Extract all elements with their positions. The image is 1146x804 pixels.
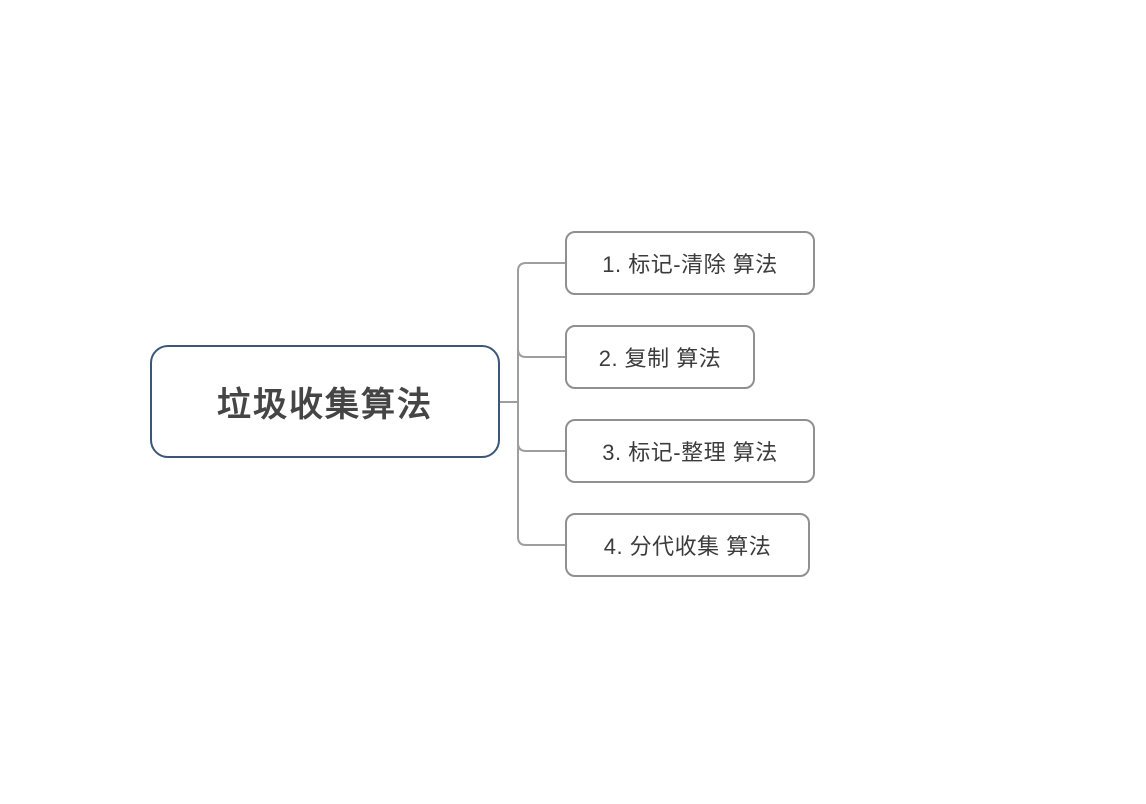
child-node-mark-sweep[interactable]: 1. 标记-清除 算法 [565,231,815,295]
child-node-label: 2. 复制 算法 [598,346,722,371]
child-node-label: 1. 标记-清除 算法 [602,252,778,277]
child-node-copy[interactable]: 2. 复制 算法 [565,325,755,389]
root-node-label: 垃圾收集算法 [217,386,433,424]
root-node-garbage-collection[interactable]: 垃圾收集算法 [150,345,500,458]
child-node-label: 3. 标记-整理 算法 [602,440,778,465]
child-node-label: 4. 分代收集 算法 [603,534,772,559]
child-node-generational[interactable]: 4. 分代收集 算法 [565,513,810,577]
connector-path [499,262,566,546]
child-node-mark-compact[interactable]: 3. 标记-整理 算法 [565,419,815,483]
